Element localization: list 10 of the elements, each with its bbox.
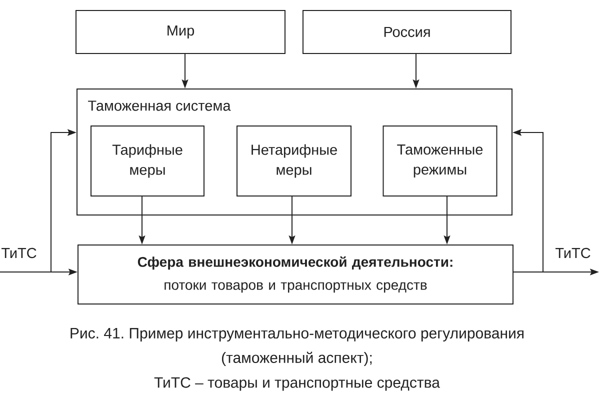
- caption: Рис. 41. Пример инструментально-методического регулирования (таможенный аспект);: [70, 328, 524, 366]
- note: ТиТС – товары и транспортные средства: [154, 377, 440, 391]
- edge-label: ТиТС: [554, 246, 592, 260]
- text-box: Сфера внешнеэкономической деятельности: потоки товаров и транспортных средств: [78, 244, 514, 304]
- text-box: Мир: [76, 10, 286, 54]
- text-box: Нетарифные меры: [236, 126, 352, 196]
- edge-label: ТиТС: [0, 246, 38, 260]
- text-box: Россия: [302, 10, 512, 54]
- text-box: Тарифные меры: [90, 126, 204, 196]
- text-box: Таможенные режимы: [382, 126, 498, 196]
